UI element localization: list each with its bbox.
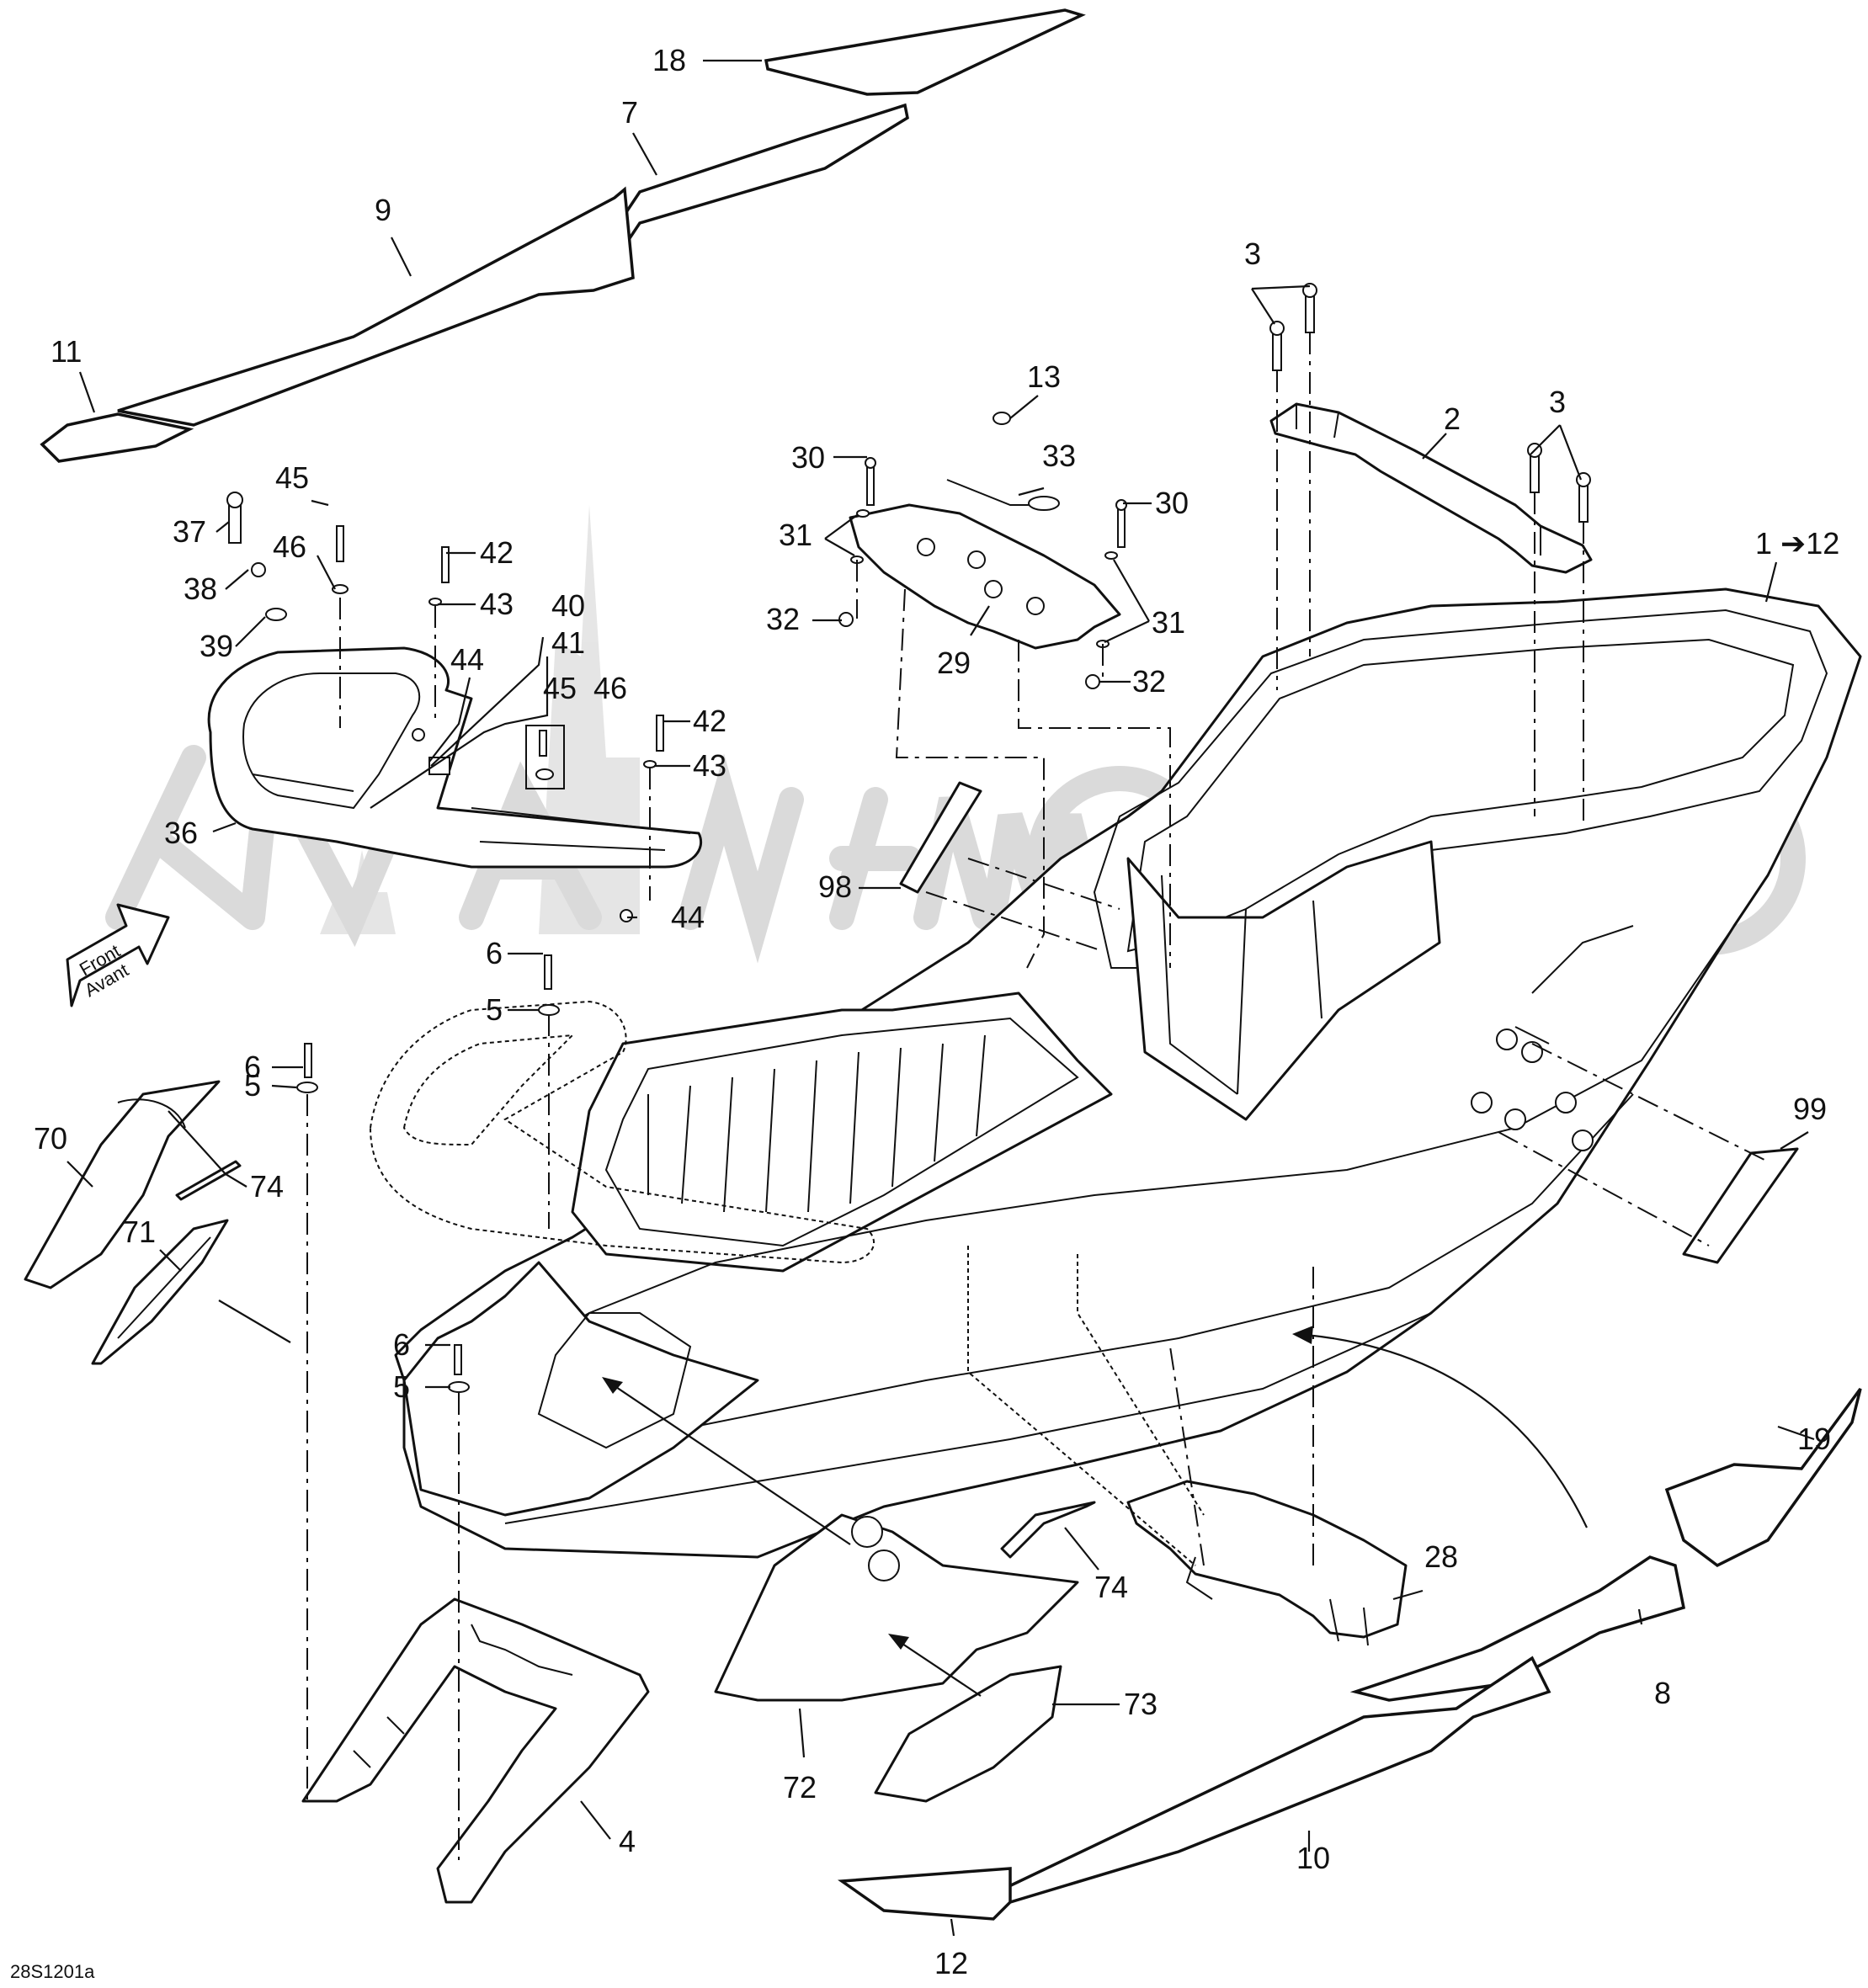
- callout-42b: 42: [693, 704, 726, 738]
- callout-32b: 32: [1132, 664, 1166, 699]
- pad-8: [1349, 1555, 1686, 1702]
- front-cowl: [24, 1080, 221, 1289]
- seat-pads-top: [40, 8, 1086, 463]
- callout-40: 40: [551, 588, 585, 623]
- footrest: [301, 1597, 650, 1904]
- pad-18: [764, 8, 1086, 96]
- callout-74b: 74: [1094, 1570, 1128, 1604]
- hull-top: [394, 587, 1862, 1559]
- callout-19: 19: [1797, 1422, 1831, 1456]
- lower-plate: [1126, 1480, 1408, 1646]
- seat-pads-bottom: [837, 1387, 1862, 1921]
- callout-12: 12: [934, 1946, 968, 1980]
- alignment-lines: [306, 332, 1769, 1860]
- support-brace: [1269, 402, 1593, 574]
- callout-8: 8: [1654, 1676, 1671, 1710]
- strip-74-upper: [175, 1160, 242, 1201]
- callout-73: 73: [1124, 1687, 1158, 1721]
- rear-grab-handle: [207, 646, 702, 869]
- callout-43a: 43: [480, 587, 514, 621]
- leader-lines: [67, 59, 1815, 1937]
- callout-43b: 43: [693, 748, 726, 783]
- pad-9: [117, 186, 635, 427]
- callout-10: 10: [1296, 1841, 1330, 1875]
- support-plate: [849, 503, 1121, 650]
- callout-5c: 5: [393, 1369, 410, 1404]
- callout-44a: 44: [450, 642, 484, 677]
- callout-28: 28: [1424, 1539, 1458, 1574]
- callout-72: 72: [783, 1770, 817, 1805]
- side-cover: [714, 1513, 1079, 1702]
- callout-46b: 46: [593, 671, 627, 705]
- callout-46a: 46: [273, 529, 306, 564]
- callout-31a: 31: [779, 518, 812, 552]
- callout-74a: 74: [250, 1169, 284, 1204]
- callout-30a: 30: [791, 440, 825, 475]
- callout-3a: 3: [1244, 237, 1261, 271]
- callout-36: 36: [164, 816, 198, 850]
- diagram-code: 28S1201a: [10, 1961, 95, 1982]
- callout-45a: 45: [275, 460, 309, 495]
- pad-7: [587, 103, 909, 289]
- callout-45b: 45: [543, 671, 577, 705]
- callout-6a: 6: [486, 936, 503, 970]
- callout-2: 2: [1444, 401, 1461, 436]
- callout-33: 33: [1042, 439, 1076, 473]
- callout-38: 38: [184, 571, 217, 606]
- callout-9: 9: [375, 193, 391, 227]
- callout-18: 18: [652, 43, 686, 77]
- callout-39: 39: [200, 629, 233, 663]
- pad-19: [1664, 1387, 1862, 1568]
- hardware: [226, 283, 1591, 1393]
- callout-29: 29: [937, 646, 971, 680]
- callout-5b: 5: [244, 1068, 261, 1103]
- callout-30b: 30: [1155, 486, 1189, 520]
- callout-labels: 18 7 9 11 3 3 2 13 33 30 30 31 31 32 32 …: [34, 43, 1839, 1980]
- callout-44b: 44: [671, 900, 705, 934]
- callout-6b: 6: [244, 1050, 261, 1084]
- callout-6c: 6: [393, 1327, 410, 1362]
- curved-arrow: [1296, 1332, 1588, 1528]
- callout-11: 11: [51, 334, 82, 369]
- callout-42a: 42: [480, 535, 514, 570]
- callout-98: 98: [818, 869, 852, 904]
- callout-5a: 5: [486, 992, 503, 1027]
- grab-handle-ghost: [369, 1000, 875, 1264]
- callout-70: 70: [34, 1121, 67, 1156]
- pad-10: [990, 1656, 1551, 1904]
- callout-31b: 31: [1152, 605, 1185, 640]
- guide-dotted: [967, 1246, 1196, 1566]
- vent-strip: [91, 1219, 229, 1365]
- callout-37: 37: [173, 514, 206, 549]
- callout-3b: 3: [1549, 385, 1566, 419]
- pad-12: [837, 1867, 1012, 1921]
- callout-4: 4: [619, 1824, 636, 1858]
- callout-7: 7: [621, 95, 638, 130]
- callout-71: 71: [122, 1215, 156, 1249]
- strip-74-lower: [1000, 1501, 1096, 1559]
- pad-11: [40, 412, 194, 463]
- callout-32a: 32: [766, 602, 800, 636]
- callout-41: 41: [551, 625, 585, 660]
- gasket-98: [899, 781, 982, 894]
- grille-73: [874, 1665, 1062, 1803]
- callout-99: 99: [1793, 1092, 1827, 1126]
- callout-13: 13: [1027, 359, 1061, 394]
- callout-see-note: 1 ➔12: [1755, 526, 1839, 561]
- gasket-99: [1682, 1147, 1799, 1264]
